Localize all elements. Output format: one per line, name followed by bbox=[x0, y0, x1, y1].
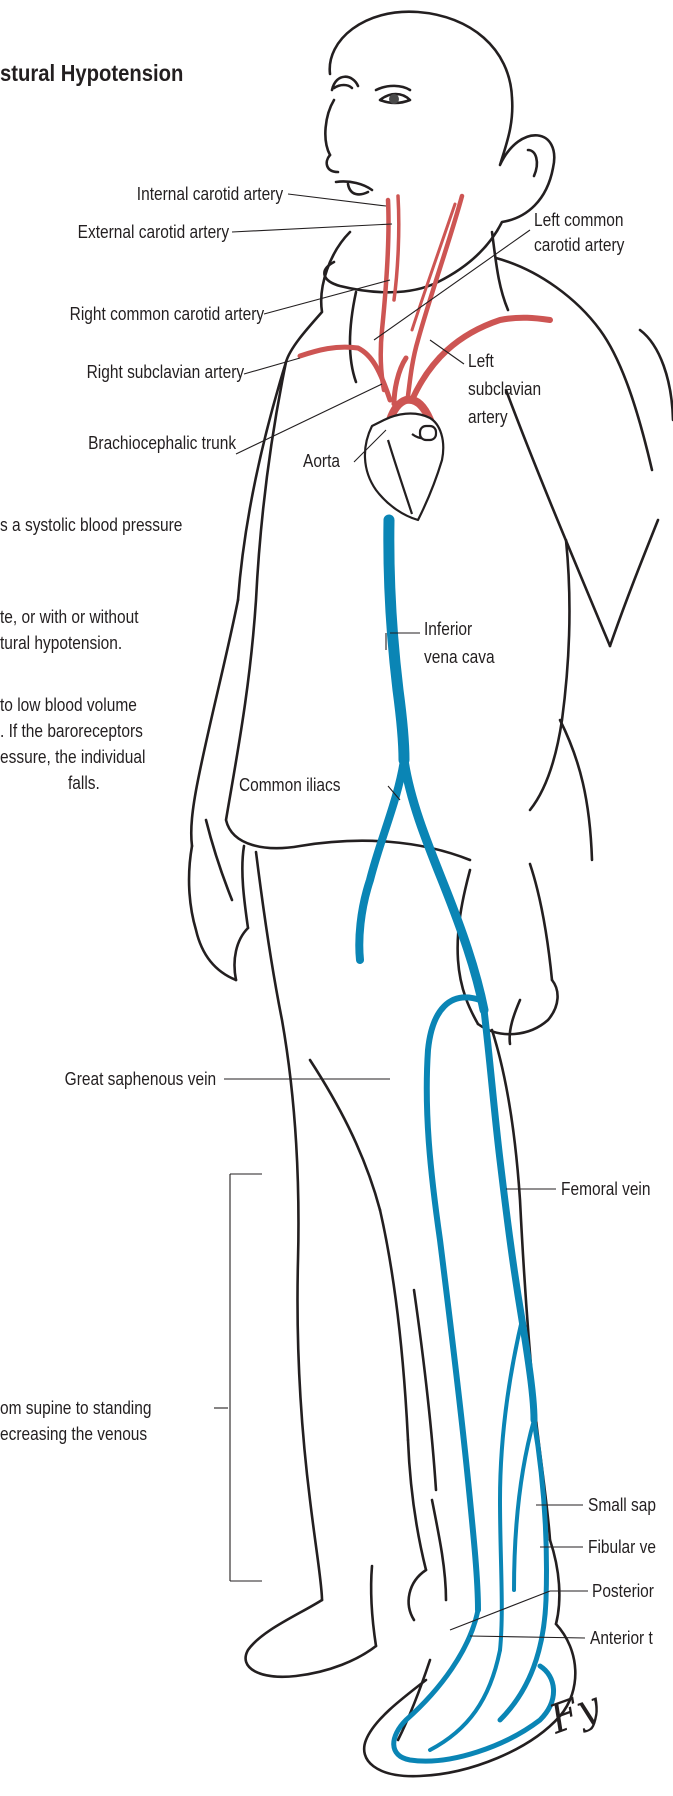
label-left-common-carotid-line2: carotid artery bbox=[534, 233, 624, 257]
body-text-line: essure, the individual bbox=[0, 745, 145, 769]
label-great-saphenous-vein: Great saphenous vein bbox=[65, 1067, 216, 1091]
body-text-line: to low blood volume bbox=[0, 693, 137, 717]
body-text-line: te, or with or without bbox=[0, 605, 139, 629]
label-internal-carotid-artery: Internal carotid artery bbox=[137, 182, 283, 206]
heart bbox=[365, 414, 443, 520]
veins bbox=[359, 520, 553, 1761]
label-left-subclavian-line3: artery bbox=[468, 405, 508, 429]
label-right-subclavian-artery: Right subclavian artery bbox=[87, 360, 244, 384]
label-small-saphenous-vein: Small sap bbox=[588, 1493, 656, 1517]
label-common-iliacs: Common iliacs bbox=[239, 773, 341, 797]
label-left-subclavian-line2: subclavian bbox=[468, 377, 541, 401]
label-fibular-vein: Fibular ve bbox=[588, 1535, 656, 1559]
label-external-carotid-artery: External carotid artery bbox=[78, 220, 229, 244]
label-aorta: Aorta bbox=[303, 449, 340, 473]
label-right-common-carotid-artery: Right common carotid artery bbox=[70, 302, 264, 326]
body-text-line: tural hypotension. bbox=[0, 631, 122, 655]
label-anterior-tibial-vein: Anterior t bbox=[590, 1626, 653, 1650]
body-text-line: om supine to standing bbox=[0, 1396, 151, 1420]
body-text-line: falls. bbox=[68, 771, 100, 795]
label-left-common-carotid-line1: Left common bbox=[534, 208, 623, 232]
body-text-line: ecreasing the venous bbox=[0, 1422, 147, 1446]
figure-title: stural Hypotension bbox=[0, 60, 183, 87]
label-femoral-vein: Femoral vein bbox=[561, 1177, 650, 1201]
label-left-subclavian-line1: Left bbox=[468, 349, 494, 373]
label-inferior-vena-cava-line2: vena cava bbox=[424, 645, 495, 669]
label-brachiocephalic-trunk: Brachiocephalic trunk bbox=[88, 431, 236, 455]
label-posterior-tibial-vein: Posterior bbox=[592, 1579, 654, 1603]
body-text-line: s a systolic blood pressure bbox=[0, 513, 182, 537]
body-text-line: . If the baroreceptors bbox=[0, 719, 143, 743]
label-inferior-vena-cava-line1: Inferior bbox=[424, 617, 472, 641]
